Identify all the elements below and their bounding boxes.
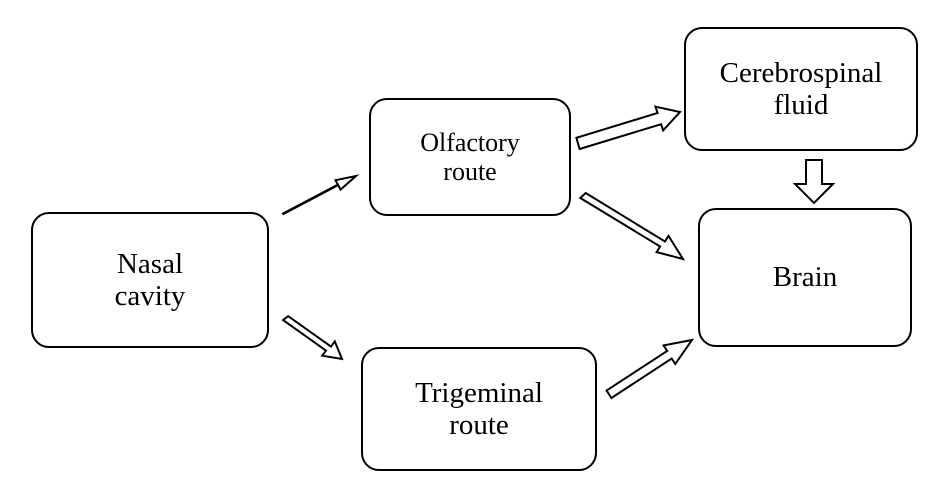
arrow-csf-to-brain	[792, 159, 836, 205]
node-cerebrospinal-fluid-label: Cerebrospinal fluid	[719, 56, 883, 121]
node-cerebrospinal-fluid: Cerebrospinal fluid	[684, 27, 918, 151]
arrow-nasal-to-trigeminal	[281, 314, 344, 361]
node-olfactory-route: Olfactory route	[369, 98, 571, 216]
node-nasal-cavity-label: Nasal cavity	[114, 247, 186, 312]
arrow-trigeminal-to-brain	[605, 338, 695, 400]
node-brain-label: Brain	[772, 261, 838, 294]
node-nasal-cavity: Nasal cavity	[31, 212, 269, 348]
arrow-olfactory-to-csf	[575, 105, 682, 151]
node-olfactory-route-label: Olfactory route	[420, 127, 520, 186]
node-trigeminal-route-label: Trigeminal route	[415, 376, 543, 441]
node-trigeminal-route: Trigeminal route	[361, 347, 597, 471]
node-brain: Brain	[698, 208, 912, 347]
arrow-nasal-to-olfactory	[281, 174, 360, 216]
arrow-olfactory-to-brain	[578, 191, 686, 261]
